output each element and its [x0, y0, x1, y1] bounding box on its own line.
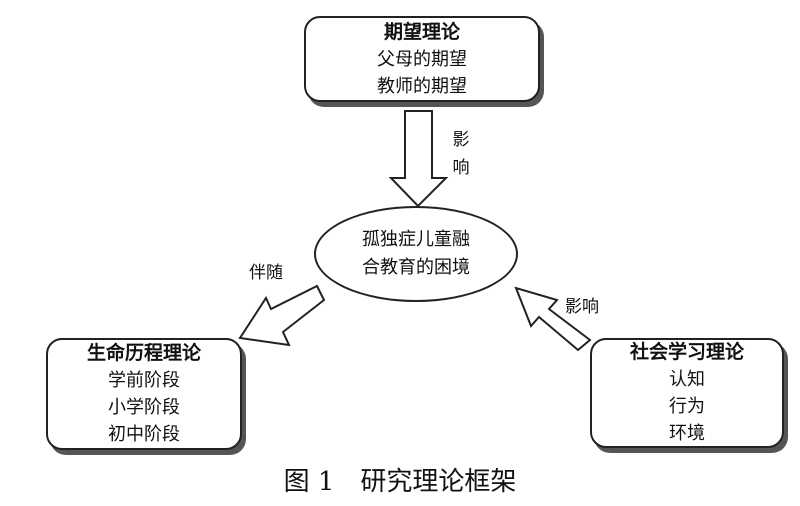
center-text-line-1: 孤独症儿童融 — [362, 229, 470, 250]
figure-caption: 图 1 研究理论框架 — [0, 464, 800, 500]
expectation-item-teachers: 教师的期望 — [377, 75, 467, 97]
arrow-from-social — [514, 286, 592, 352]
social-learning-theory-box: 社会学习理论 认知 行为 环境 — [590, 338, 784, 448]
social-learning-item-cognition: 认知 — [669, 369, 705, 390]
life-course-item-preschool: 学前阶段 — [108, 370, 180, 391]
social-learning-item-environment: 环境 — [669, 423, 705, 444]
influence-label-top: 影 响 — [451, 126, 471, 182]
arrow-to-lifecourse — [238, 284, 326, 347]
accompany-label: 伴随 — [249, 263, 283, 283]
arrow-down-expectation — [388, 110, 449, 208]
social-learning-theory-title: 社会学习理论 — [629, 341, 744, 363]
life-course-item-junior: 初中阶段 — [108, 424, 180, 445]
life-course-theory-box: 生命历程理论 学前阶段 小学阶段 初中阶段 — [46, 338, 242, 450]
social-learning-item-behavior: 行为 — [669, 396, 705, 417]
center-ellipse: 孤独症儿童融 合教育的困境 — [314, 206, 518, 302]
expectation-theory-box: 期望理论 父母的期望 教师的期望 — [304, 16, 540, 102]
life-course-item-primary: 小学阶段 — [108, 397, 180, 418]
figure-title: 研究理论框架 — [360, 467, 517, 497]
influence-label-top-char-2: 响 — [452, 158, 470, 178]
influence-label-right: 影响 — [565, 297, 599, 317]
center-text-line-2: 合教育的困境 — [362, 257, 470, 278]
life-course-theory-title: 生命历程理论 — [86, 342, 201, 364]
figure-number: 图 1 — [283, 467, 335, 497]
expectation-theory-title: 期望理论 — [383, 20, 460, 43]
influence-label-top-char-1: 影 — [452, 130, 470, 150]
expectation-item-parents: 父母的期望 — [377, 48, 467, 70]
